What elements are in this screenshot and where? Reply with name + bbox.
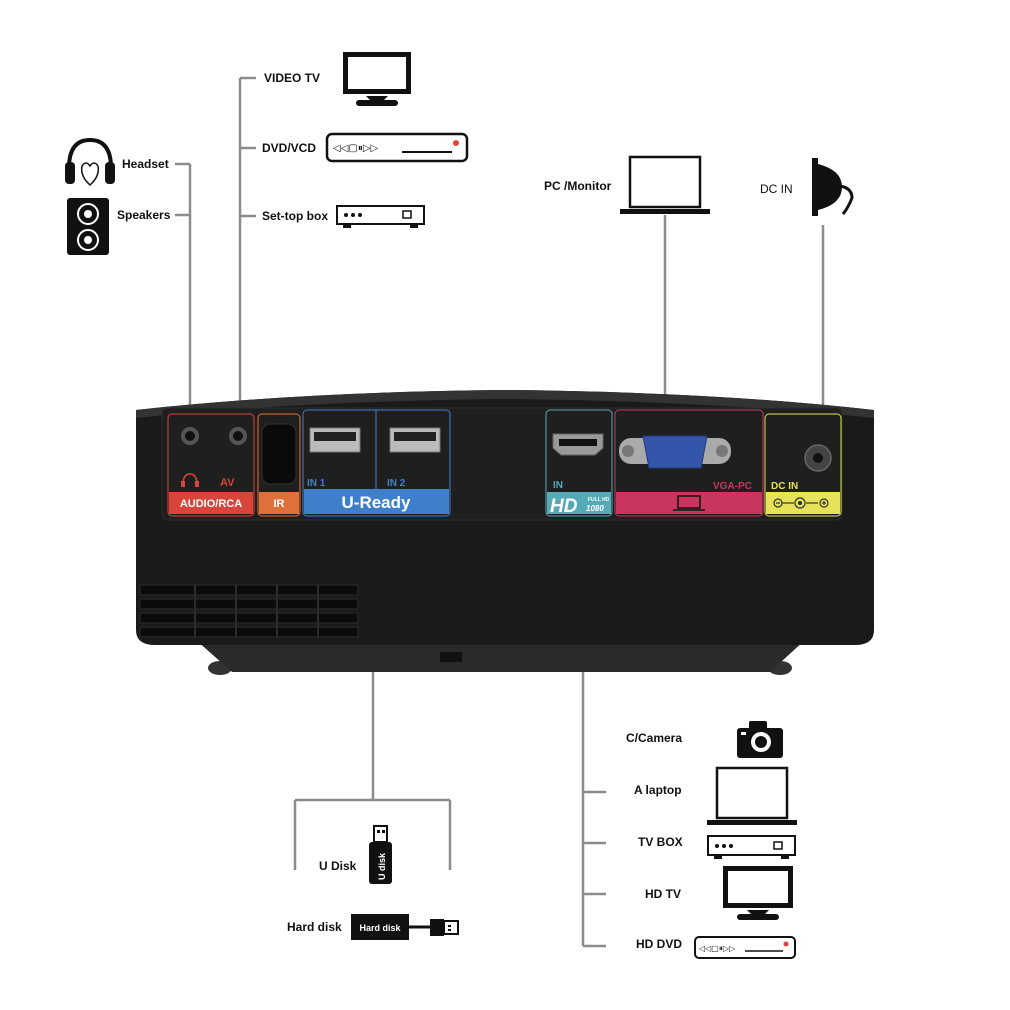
camera-icon bbox=[737, 721, 783, 758]
dvd-player-icon: ◁◁▢⏸▷▷ bbox=[325, 132, 469, 163]
usb-in1-label: IN 1 bbox=[307, 478, 326, 489]
tv-box-icon bbox=[707, 835, 796, 859]
ir-label: IR bbox=[274, 498, 285, 510]
usb-port-group: IN 1 IN 2 U-Ready bbox=[302, 409, 451, 517]
hd-dvd-label: HD DVD bbox=[636, 937, 682, 951]
hdmi-1080-label: 1080 bbox=[586, 504, 604, 513]
set-top-box-icon bbox=[336, 205, 425, 228]
dc-polarity-icon bbox=[773, 497, 829, 509]
headset-icon bbox=[65, 137, 115, 187]
av-label: AV bbox=[220, 477, 235, 489]
hdmi-in-label: IN bbox=[553, 480, 563, 491]
usb-stick-icon: U disk bbox=[369, 825, 392, 884]
ir-sensor-group: IR bbox=[257, 413, 301, 517]
vga-port-group: VGA-PC bbox=[614, 409, 764, 517]
headset-label: Headset bbox=[122, 157, 169, 171]
pc-monitor-label: PC /Monitor bbox=[544, 179, 612, 193]
hdmi-laptop-icon bbox=[707, 766, 797, 825]
hard-disk-label: Hard disk bbox=[287, 920, 342, 934]
headphone-jack-icon bbox=[181, 473, 199, 487]
hd-tv-icon bbox=[723, 866, 793, 920]
usb-port-2 bbox=[389, 427, 441, 453]
video-tv-label: VIDEO TV bbox=[264, 71, 320, 85]
speaker-icon bbox=[67, 198, 109, 255]
hard-disk-icon: Hard disk bbox=[351, 914, 459, 940]
vga-pc-label: VGA-PC bbox=[713, 481, 752, 492]
dvd-vcd-label: DVD/VCD bbox=[262, 141, 316, 155]
svg-text:◁◁▢⏸▷▷: ◁◁▢⏸▷▷ bbox=[333, 143, 379, 154]
usb-in2-label: IN 2 bbox=[387, 478, 406, 489]
power-plug-icon bbox=[812, 158, 854, 216]
laptop-icon bbox=[620, 155, 710, 214]
hdmi-hd-logo: HD bbox=[550, 496, 578, 517]
hd-dvd-player-icon: ◁◁▢⏸▷▷ bbox=[694, 936, 796, 959]
hdmi-full-hd-label: FULL HD bbox=[588, 497, 610, 503]
u-ready-label: U-Ready bbox=[342, 493, 412, 512]
dc-in-port-group: DC IN bbox=[764, 413, 842, 517]
dc-in-panel-label: DC IN bbox=[771, 481, 798, 492]
tv-box-label: TV BOX bbox=[638, 835, 683, 849]
audio-rca-label: AUDIO/RCA bbox=[180, 498, 242, 510]
hd-tv-label: HD TV bbox=[645, 887, 681, 901]
speakers-label: Speakers bbox=[117, 208, 171, 222]
hdmi-port-group: IN HD FULL HD 1080 bbox=[545, 409, 613, 517]
tv-icon bbox=[343, 52, 411, 106]
a-laptop-label: A laptop bbox=[634, 783, 682, 797]
audio-rca-port-group: AV AUDIO/RCA bbox=[167, 413, 255, 517]
usb-port-1 bbox=[309, 427, 361, 453]
hard-disk-box-label: Hard disk bbox=[359, 923, 401, 933]
svg-text:◁◁▢⏸▷▷: ◁◁▢⏸▷▷ bbox=[698, 944, 736, 953]
u-disk-label: U Disk bbox=[319, 859, 357, 873]
u-disk-stick-label: U disk bbox=[377, 852, 387, 880]
camera-label: C/Camera bbox=[626, 731, 682, 745]
dc-in-label: DC IN bbox=[760, 182, 793, 196]
set-top-box-label: Set-top box bbox=[262, 209, 328, 223]
monitor-icon bbox=[673, 495, 705, 511]
